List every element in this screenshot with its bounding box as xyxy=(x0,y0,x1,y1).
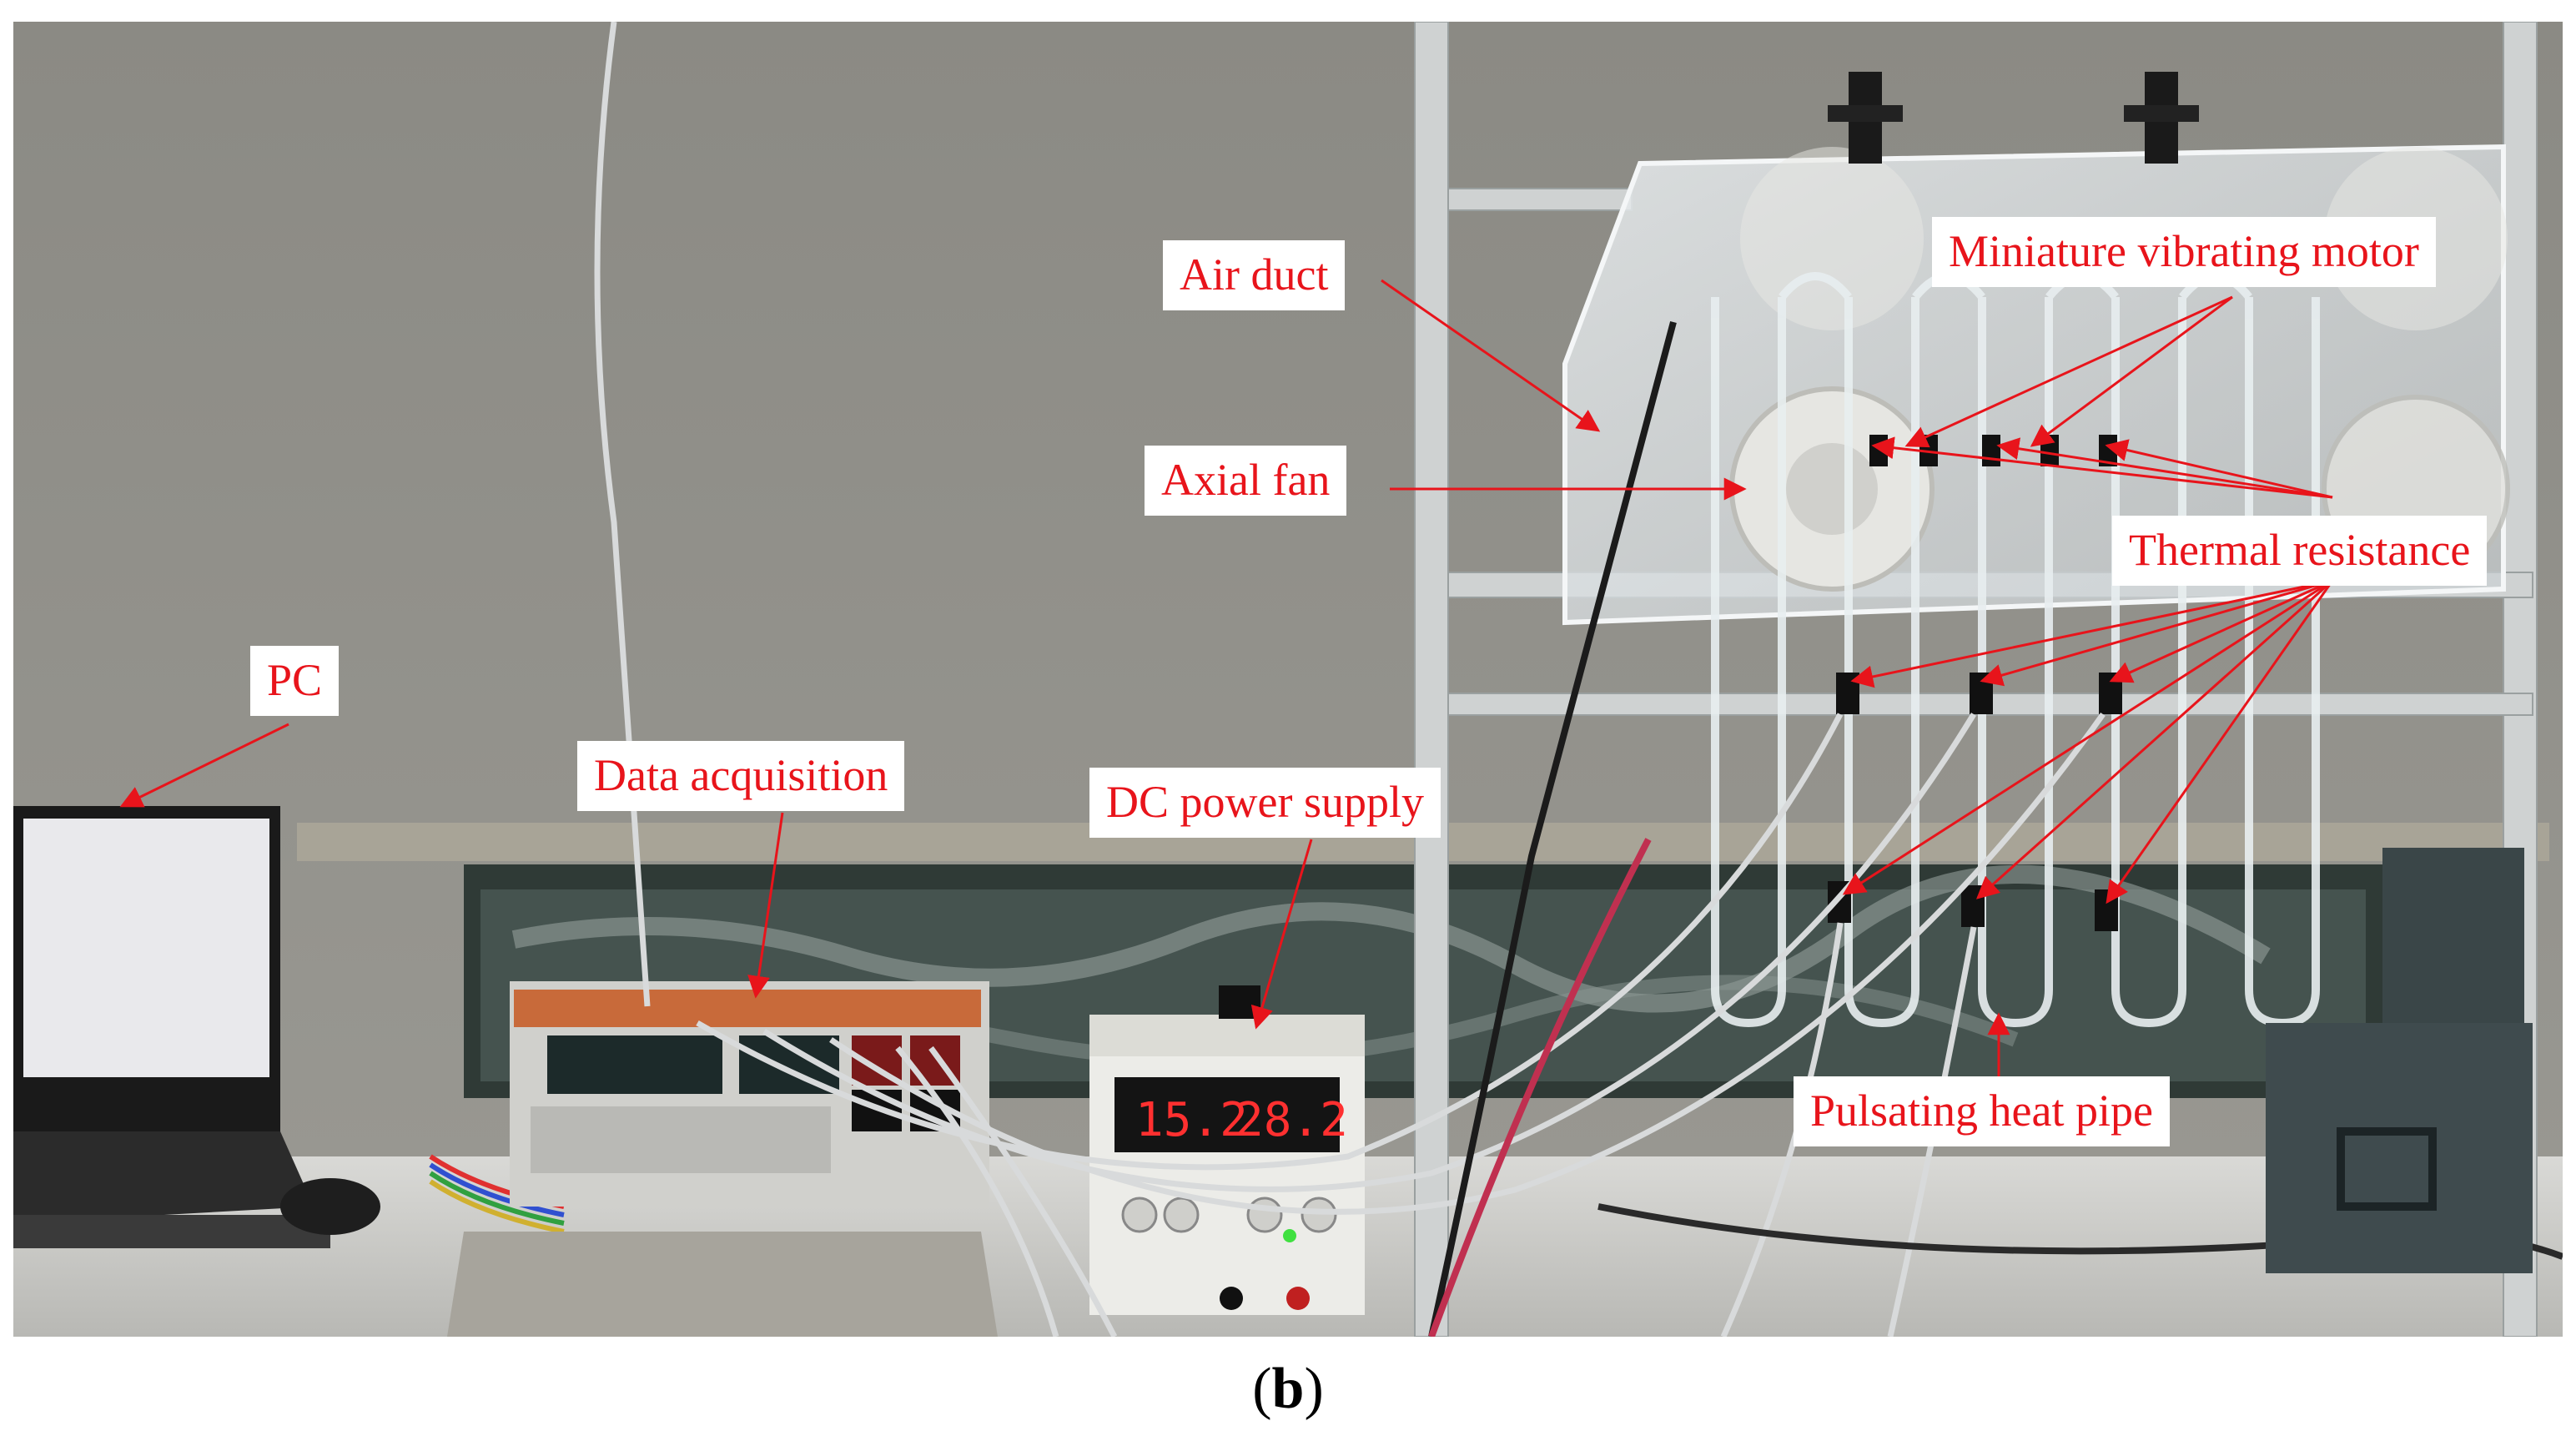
sensor-cables xyxy=(594,22,2106,1337)
experimental-setup-photo: 15.2 28.2 xyxy=(13,22,2563,1337)
label-axial-fan: Axial fan xyxy=(1145,446,1347,516)
label-data-acquisition: Data acquisition xyxy=(577,741,905,811)
label-miniature-vibrating-motor: Miniature vibrating motor xyxy=(1932,217,2436,287)
data-acquisition-unit xyxy=(447,981,998,1337)
label-pc: PC xyxy=(250,646,340,716)
label-pulsating-heat-pipe: Pulsating heat pipe xyxy=(1794,1076,2170,1146)
label-air-duct: Air duct xyxy=(1163,240,1346,310)
valves xyxy=(1828,72,2199,164)
psu-voltage-display: 15.2 xyxy=(1135,1093,1248,1147)
caption-letter: b xyxy=(1271,1357,1305,1421)
dc-power-supply: 15.2 28.2 xyxy=(1089,985,1365,1315)
figure-caption: (b) xyxy=(0,1356,2576,1423)
label-dc-power-supply: DC power supply xyxy=(1089,768,1441,838)
caption-close-paren: ) xyxy=(1304,1357,1324,1421)
label-thermal-resistance: Thermal resistance xyxy=(2112,516,2488,586)
psu-current-display: 28.2 xyxy=(1235,1093,1348,1147)
laptop xyxy=(13,806,330,1248)
right-equipment-box xyxy=(2266,848,2533,1273)
mouse xyxy=(280,1178,380,1235)
caption-open-paren: ( xyxy=(1252,1357,1272,1421)
